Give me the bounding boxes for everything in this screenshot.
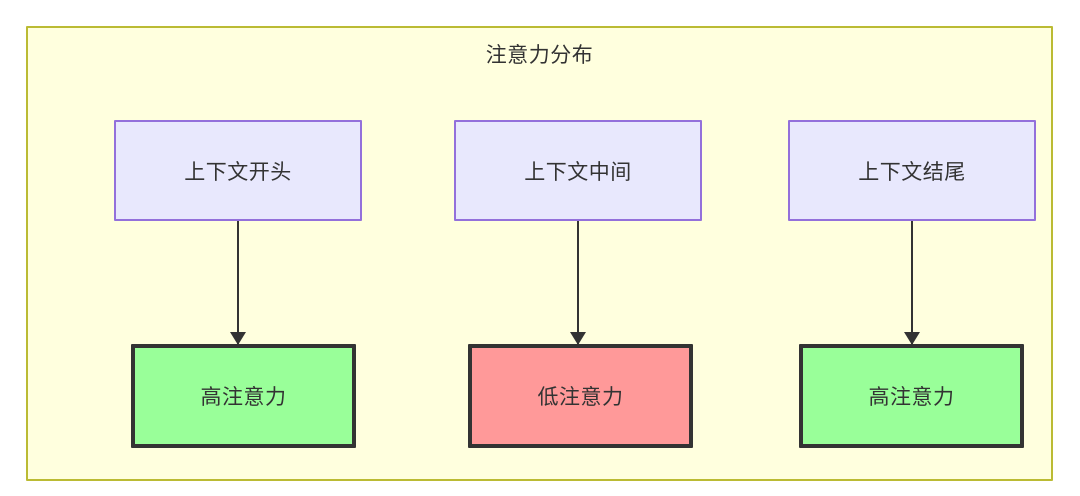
attention-distribution-subgraph: 注意力分布 上下文开头 高注意力 上下文中间 低注意力 上下文结尾 高注意力 xyxy=(26,26,1053,481)
node-low-attention-middle[interactable]: 低注意力 xyxy=(468,344,693,448)
subgraph-title: 注意力分布 xyxy=(485,44,594,67)
node-context-end[interactable]: 上下文结尾 xyxy=(788,120,1036,221)
arrow-context-middle-to-low-attention xyxy=(577,221,579,344)
arrow-context-start-to-high-attention xyxy=(237,221,239,344)
arrow-context-end-to-high-attention xyxy=(911,221,913,344)
node-high-attention-start[interactable]: 高注意力 xyxy=(131,344,356,448)
node-context-middle[interactable]: 上下文中间 xyxy=(454,120,702,221)
node-context-start[interactable]: 上下文开头 xyxy=(114,120,362,221)
node-high-attention-end[interactable]: 高注意力 xyxy=(799,344,1024,448)
